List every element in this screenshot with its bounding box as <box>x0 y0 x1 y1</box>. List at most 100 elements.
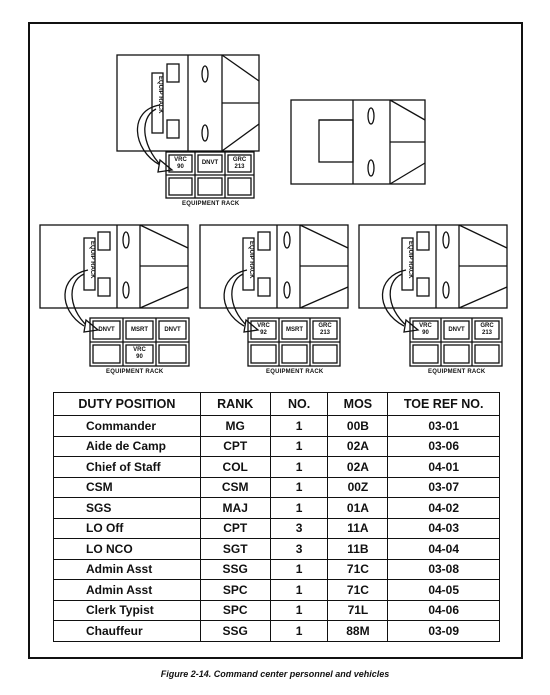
number-cell: 1 <box>269 558 329 580</box>
toe-ref-cell: 04-04 <box>387 538 500 560</box>
figure-caption: Figure 2-14. Command center personnel an… <box>160 669 390 679</box>
toe-ref-cell: 04-06 <box>387 599 500 621</box>
mos-cell: 02A <box>327 456 389 478</box>
top-rack-slot: DNVT <box>201 160 219 166</box>
duty-position-cell: Chief of Staff <box>53 456 201 478</box>
rank-cell: CSM <box>199 476 271 498</box>
number-cell: 1 <box>269 599 329 621</box>
duty-position-cell: Admin Asst <box>53 558 201 580</box>
mos-cell: 71C <box>327 558 389 580</box>
bottom-right-rack-side-label: EQUIP RACK <box>407 241 413 279</box>
bottom-left-vehicle-drawing <box>39 224 190 367</box>
number-cell: 3 <box>269 517 329 539</box>
column-header-mos: MOS <box>327 392 389 416</box>
duty-position-cell: LO NCO <box>53 538 201 560</box>
duty-position-cell: LO Off <box>53 517 201 539</box>
bottom-right-equipment-rack-label: EQUIPMENT RACK <box>428 369 486 375</box>
number-cell: 1 <box>269 620 329 642</box>
bottom-center-rack-slot: VRC 92 <box>257 323 270 336</box>
bottom-right-vehicle-drawing <box>358 224 508 367</box>
number-cell: 1 <box>269 415 329 437</box>
toe-ref-cell: 03-06 <box>387 435 500 457</box>
column-header-toe-ref-no: TOE REF NO. <box>387 392 500 416</box>
number-cell: 1 <box>269 497 329 519</box>
bottom-left-equipment-rack-label: EQUIPMENT RACK <box>106 369 164 375</box>
rank-cell: COL <box>199 456 271 478</box>
toe-ref-cell: 03-07 <box>387 476 500 498</box>
duty-position-cell: SGS <box>53 497 201 519</box>
bottom-right-rack-slot: GRC 213 <box>480 323 494 336</box>
toe-ref-cell: 03-09 <box>387 620 500 642</box>
top-vehicle-drawing <box>116 54 260 199</box>
top-rack-side-label: EQUIP RACK <box>157 76 163 114</box>
personnel-table: DUTY POSITION RANK NO. MOS TOE REF NO. C… <box>53 392 500 642</box>
bottom-center-rack-slot: MSRT <box>286 326 303 333</box>
bottom-left-rack-slot: MSRT <box>131 326 148 333</box>
bottom-left-rack-slot: DNVT <box>164 326 181 333</box>
mos-cell: 71C <box>327 579 389 601</box>
toe-ref-cell: 04-05 <box>387 579 500 601</box>
toe-ref-cell: 04-02 <box>387 497 500 519</box>
bottom-center-equipment-rack-label: EQUIPMENT RACK <box>266 369 324 375</box>
column-header-no: NO. <box>269 392 329 416</box>
duty-position-cell: Chauffeur <box>53 620 201 642</box>
mos-cell: 71L <box>327 599 389 621</box>
table-header-row: DUTY POSITION RANK NO. MOS TOE REF NO. <box>53 392 500 416</box>
mos-cell: 00B <box>327 415 389 437</box>
rank-cell: SSG <box>199 558 271 580</box>
rank-cell: MG <box>199 415 271 437</box>
duty-position-cell: Clerk Typist <box>53 599 201 621</box>
bottom-left-rack-side-label: EQUIP RACK <box>89 241 95 279</box>
mos-cell: 11B <box>327 538 389 560</box>
bottom-center-rack-slot: GRC 213 <box>318 323 332 336</box>
bottom-right-rack-slot: DNVT <box>448 326 465 333</box>
number-cell: 1 <box>269 456 329 478</box>
column-header-duty-position: DUTY POSITION <box>53 392 201 416</box>
toe-ref-cell: 03-01 <box>387 415 500 437</box>
duty-position-cell: CSM <box>53 476 201 498</box>
bottom-center-rack-side-label: EQUIP RACK <box>248 241 254 279</box>
toe-ref-cell: 04-01 <box>387 456 500 478</box>
mos-cell: 88M <box>327 620 389 642</box>
number-cell: 1 <box>269 579 329 601</box>
number-cell: 1 <box>269 476 329 498</box>
rank-cell: CPT <box>199 435 271 457</box>
rank-cell: SGT <box>199 538 271 560</box>
number-cell: 1 <box>269 435 329 457</box>
top-right-vehicle-drawing <box>290 99 426 185</box>
mos-cell: 02A <box>327 435 389 457</box>
bottom-left-rack-slot: VRC 90 <box>133 347 146 360</box>
duty-position-cell: Admin Asst <box>53 579 201 601</box>
rank-cell: SPC <box>199 579 271 601</box>
vehicle-diagrams <box>39 54 508 367</box>
top-rack-slot: GRC 213 <box>232 156 247 170</box>
toe-ref-cell: 03-08 <box>387 558 500 580</box>
bottom-center-vehicle-drawing <box>199 224 349 367</box>
duty-position-cell: Commander <box>53 415 201 437</box>
rank-cell: CPT <box>199 517 271 539</box>
bottom-right-rack-slot: VRC 90 <box>419 323 432 336</box>
top-rack-slot: VRC 90 <box>174 156 187 170</box>
rank-cell: SPC <box>199 599 271 621</box>
toe-ref-cell: 04-03 <box>387 517 500 539</box>
bottom-left-rack-slot: DNVT <box>98 326 115 333</box>
duty-position-cell: Aide de Camp <box>53 435 201 457</box>
mos-cell: 11A <box>327 517 389 539</box>
mos-cell: 00Z <box>327 476 389 498</box>
rank-cell: SSG <box>199 620 271 642</box>
rank-cell: MAJ <box>199 497 271 519</box>
top-equipment-rack-label: EQUIPMENT RACK <box>182 201 240 207</box>
number-cell: 3 <box>269 538 329 560</box>
mos-cell: 01A <box>327 497 389 519</box>
figure-frame <box>28 22 523 659</box>
